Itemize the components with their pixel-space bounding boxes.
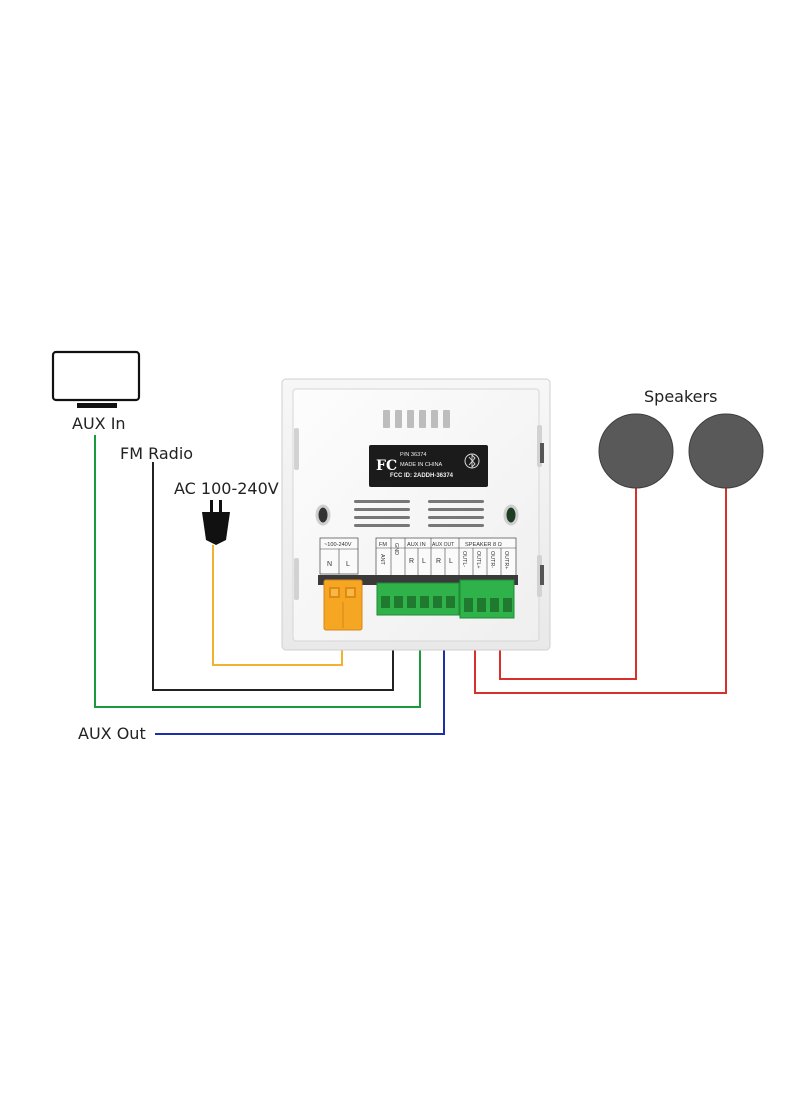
- aux-in-r-label: R: [409, 558, 414, 565]
- speaker-icon: [688, 413, 764, 489]
- top-vent-tabs: [383, 410, 450, 428]
- aux-in-header-label: AUX IN: [407, 542, 426, 548]
- power-terminal-block: [323, 579, 363, 631]
- fm-radio-label: FM Radio: [120, 444, 193, 463]
- fcc-pn: P/N 36374: [400, 452, 426, 458]
- spk-outl-neg-label: OUTL-: [461, 551, 467, 567]
- speaker-icon: [598, 413, 674, 489]
- spk-outl-pos-label: OUTL+: [475, 551, 481, 569]
- speakers-label: Speakers: [644, 387, 717, 406]
- speaker-header-label: SPEAKER 8 Ω: [465, 542, 502, 548]
- screw-hole-right: [503, 504, 519, 526]
- aux-in-label: AUX In: [72, 414, 126, 433]
- amplifier-panel: FC P/N 36374 MADE IN CHINA FCC ID: 2ADDH…: [281, 378, 551, 651]
- vent-slots: [354, 500, 484, 527]
- power-l-label: L: [346, 561, 350, 568]
- aux-out-r-label: R: [436, 558, 441, 565]
- spk-outr-neg-label: OUTR-: [489, 551, 495, 568]
- power-header-label: ~100-240V: [324, 542, 352, 548]
- fcc-made-in: MADE IN CHINA: [400, 462, 443, 468]
- power-n-label: N: [327, 561, 332, 568]
- fm-gnd-label: GND: [393, 543, 399, 555]
- screw-hole-left: [315, 504, 331, 526]
- terminal-label-board: ~100-240V N L FM ANT GND AUX IN R L AUX …: [319, 537, 517, 579]
- aux-out-header-label: AUX OUT: [432, 542, 454, 548]
- fcc-id: FCC ID: 2ADDH-36374: [390, 473, 454, 479]
- fm-header-label: FM: [379, 542, 387, 548]
- aux-out-label: AUX Out: [78, 724, 146, 743]
- aux-in-l-label: L: [422, 558, 426, 565]
- fcc-logo: FC: [376, 458, 397, 474]
- speaker-terminal-block: [459, 579, 515, 619]
- monitor-icon: [51, 350, 141, 408]
- signal-terminal-block: [376, 582, 460, 616]
- fm-ant-label: ANT: [379, 554, 385, 565]
- ac-power-label: AC 100-240V: [174, 479, 279, 498]
- spk-outr-pos-label: OUTR+: [503, 551, 509, 569]
- aux-out-l-label: L: [449, 558, 453, 565]
- bluetooth-icon: [464, 453, 480, 469]
- power-plug-icon: [202, 500, 230, 545]
- aux-in-wire: [94, 435, 421, 708]
- fcc-label: FC P/N 36374 MADE IN CHINA FCC ID: 2ADDH…: [369, 445, 488, 487]
